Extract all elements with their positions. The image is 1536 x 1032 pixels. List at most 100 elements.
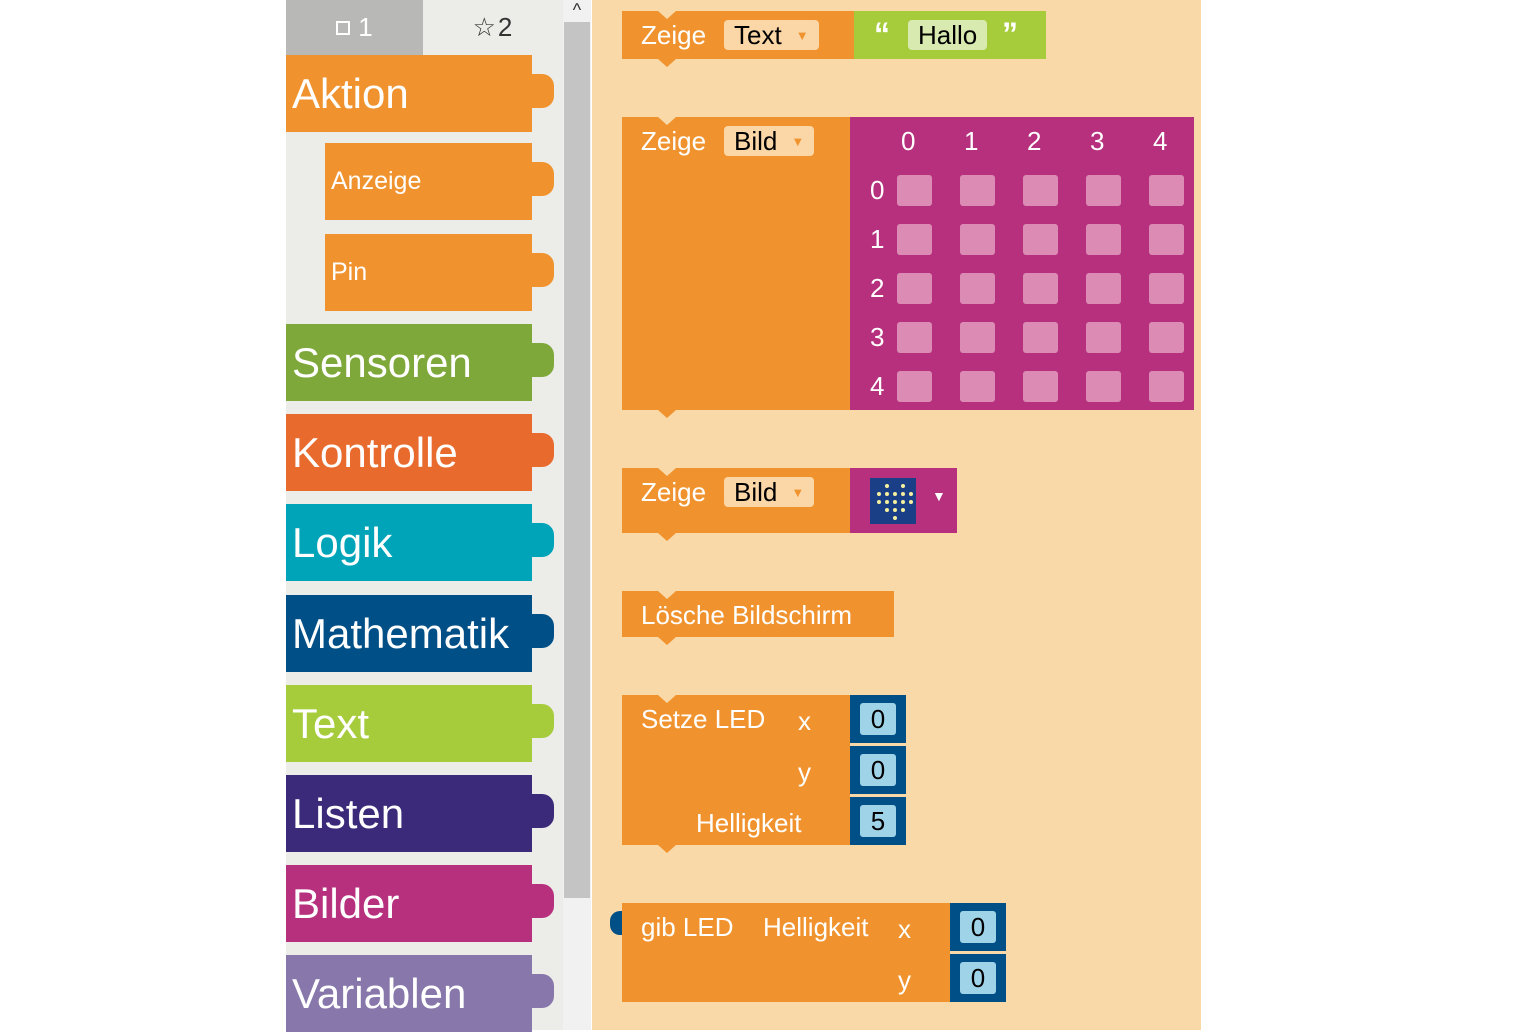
output-connector bbox=[610, 911, 622, 935]
show-type-dropdown[interactable]: Bild▼ bbox=[724, 126, 815, 156]
show-type-dropdown[interactable]: Bild▼ bbox=[724, 477, 815, 507]
led-cell[interactable] bbox=[1086, 371, 1121, 402]
led-cell[interactable] bbox=[1023, 371, 1058, 402]
tab-1[interactable]: 1 bbox=[286, 0, 423, 55]
block-label: gib LED bbox=[641, 912, 734, 942]
toolbox-scrollbar[interactable]: ^ bbox=[563, 0, 591, 1030]
close-quote-icon: ” bbox=[1002, 16, 1018, 52]
category-label: Listen bbox=[292, 789, 405, 837]
show-text-block[interactable]: Zeige Text▼ bbox=[622, 11, 854, 67]
led-cell[interactable] bbox=[1086, 273, 1121, 304]
show-image-preset-block[interactable]: Zeige Bild▼ bbox=[622, 468, 850, 541]
category-kontrolle[interactable]: Kontrolle bbox=[286, 414, 554, 491]
get-led-block[interactable]: gib LED Helligkeit x y bbox=[610, 903, 950, 1002]
x-number-block[interactable]: 0 bbox=[950, 903, 1006, 951]
led-cell[interactable] bbox=[1149, 322, 1184, 353]
led-dot bbox=[893, 500, 897, 504]
category-sensoren[interactable]: Sensoren bbox=[286, 324, 554, 401]
category-aktion[interactable]: Aktion bbox=[286, 55, 554, 132]
led-cell[interactable] bbox=[897, 322, 932, 353]
puzzle-tab bbox=[530, 523, 554, 557]
y-label: y bbox=[798, 757, 811, 787]
led-cell[interactable] bbox=[1023, 224, 1058, 255]
led-cell[interactable] bbox=[1086, 224, 1121, 255]
text-value-field[interactable]: Hallo bbox=[908, 20, 988, 50]
category-logik[interactable]: Logik bbox=[286, 504, 554, 581]
puzzle-tab bbox=[530, 704, 554, 738]
led-cell[interactable] bbox=[960, 224, 995, 255]
category-bilder[interactable]: Bilder bbox=[286, 865, 554, 942]
led-cell[interactable] bbox=[1023, 322, 1058, 353]
set-led-block[interactable]: Setze LED x y Helligkeit bbox=[622, 695, 850, 853]
led-cell[interactable] bbox=[1149, 371, 1184, 402]
heart-icon bbox=[870, 478, 916, 524]
column-label: 3 bbox=[1090, 126, 1105, 156]
led-cell[interactable] bbox=[1023, 175, 1058, 206]
led-cell[interactable] bbox=[1149, 224, 1184, 255]
scroll-up-icon[interactable]: ^ bbox=[572, 0, 582, 20]
category-variablen[interactable]: Variablen bbox=[286, 955, 554, 1032]
puzzle-tab bbox=[530, 433, 554, 467]
puzzle-tab bbox=[530, 343, 554, 377]
category-label: Anzeige bbox=[331, 167, 422, 195]
scrollbar-thumb[interactable] bbox=[564, 22, 590, 898]
led-cell[interactable] bbox=[897, 371, 932, 402]
image-preset-dropdown[interactable]: ▼ bbox=[850, 468, 957, 533]
category-text[interactable]: Text bbox=[286, 685, 554, 762]
category-mathematik[interactable]: Mathematik bbox=[286, 595, 554, 672]
led-cell[interactable] bbox=[1149, 273, 1184, 304]
x-value[interactable]: 0 bbox=[960, 911, 996, 943]
led-cell[interactable] bbox=[960, 175, 995, 206]
led-cell[interactable] bbox=[1023, 273, 1058, 304]
row-label: 0 bbox=[870, 175, 885, 205]
x-label: x bbox=[798, 706, 811, 736]
category-label: Logik bbox=[292, 518, 393, 566]
led-dot bbox=[885, 492, 889, 496]
text-string-block[interactable]: “ Hallo ” bbox=[854, 11, 1046, 59]
y-value[interactable]: 0 bbox=[960, 962, 996, 994]
brightness-label: Helligkeit bbox=[696, 808, 802, 838]
category-label: Kontrolle bbox=[292, 428, 458, 476]
led-cell[interactable] bbox=[897, 175, 932, 206]
category-listen[interactable]: Listen bbox=[286, 775, 554, 852]
y-number-block[interactable]: 0 bbox=[850, 746, 906, 794]
led-dot bbox=[877, 492, 881, 496]
led-cell[interactable] bbox=[960, 273, 995, 304]
block-label: Lösche Bildschirm bbox=[641, 600, 852, 630]
led-dot bbox=[901, 484, 905, 488]
block-label: Zeige bbox=[641, 477, 707, 507]
y-value[interactable]: 0 bbox=[860, 754, 896, 786]
x-number-block[interactable]: 0 bbox=[850, 695, 906, 743]
x-value[interactable]: 0 bbox=[860, 703, 896, 735]
show-type-dropdown[interactable]: Text▼ bbox=[724, 20, 819, 50]
row-label: 1 bbox=[870, 224, 885, 254]
square-icon bbox=[336, 20, 351, 35]
led-cell[interactable] bbox=[1149, 175, 1184, 206]
puzzle-tab bbox=[530, 794, 554, 828]
puzzle-tab bbox=[530, 974, 554, 1008]
puzzle-tab bbox=[530, 253, 554, 287]
led-cell[interactable] bbox=[1086, 175, 1121, 206]
dropdown-value: Text bbox=[734, 19, 782, 50]
row-label: 2 bbox=[870, 273, 885, 303]
y-number-block[interactable]: 0 bbox=[950, 954, 1006, 1002]
led-cell[interactable] bbox=[960, 371, 995, 402]
tab-2[interactable]: ☆2 bbox=[472, 12, 513, 42]
category-pin[interactable]: Pin bbox=[325, 234, 554, 311]
led-cell[interactable] bbox=[960, 322, 995, 353]
column-label: 2 bbox=[1027, 126, 1042, 156]
led-cell[interactable] bbox=[897, 224, 932, 255]
category-label: Variablen bbox=[292, 969, 467, 1017]
show-image-block[interactable]: Zeige Bild▼ bbox=[622, 117, 850, 418]
brightness-number-block[interactable]: 5 bbox=[850, 797, 906, 845]
led-dot bbox=[909, 500, 913, 504]
led-cell[interactable] bbox=[897, 273, 932, 304]
clear-screen-block[interactable]: Lösche Bildschirm bbox=[622, 591, 894, 645]
category-anzeige[interactable]: Anzeige bbox=[325, 143, 554, 220]
brightness-value[interactable]: 5 bbox=[860, 805, 896, 837]
led-cell[interactable] bbox=[1086, 322, 1121, 353]
column-label: 4 bbox=[1153, 126, 1168, 156]
dropdown-arrow-icon: ▼ bbox=[791, 133, 805, 149]
